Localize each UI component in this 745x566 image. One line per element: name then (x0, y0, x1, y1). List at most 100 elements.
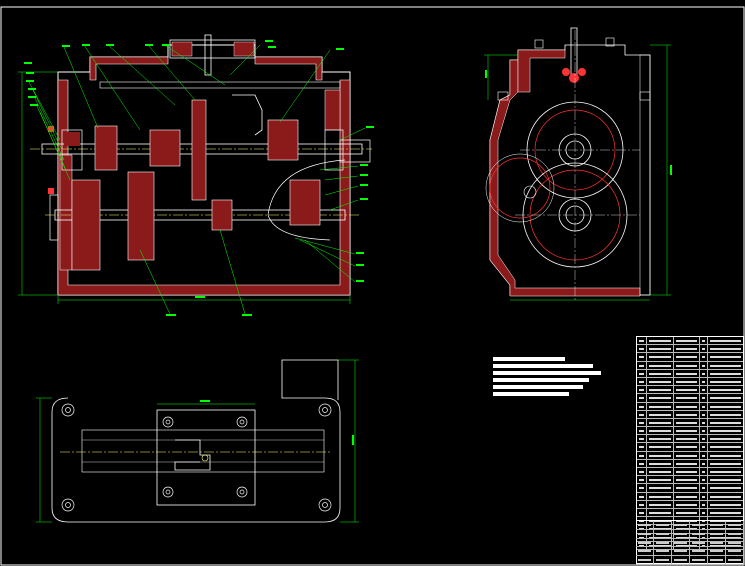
bom-cell (674, 361, 700, 369)
bom-row (637, 410, 743, 419)
bom-cell (708, 509, 743, 516)
bom-cell (708, 353, 743, 360)
bom-cell (674, 451, 700, 459)
bom-cell (647, 402, 675, 410)
title-block-cell (636, 529, 654, 538)
bom-cell (647, 541, 675, 549)
title-block-row (636, 521, 744, 530)
bom-cell (647, 353, 675, 361)
bom-cell (674, 468, 700, 476)
title-block-cell (708, 529, 726, 538)
bom-cell (637, 476, 647, 484)
top-cover-plate (156, 409, 256, 506)
bom-cell (674, 345, 700, 353)
gear-g (211, 199, 233, 231)
bom-row (637, 427, 743, 436)
top-dim-text-2 (352, 435, 354, 445)
bom-row (637, 345, 743, 354)
bom-cell (674, 533, 700, 541)
top-cover-red-2 (233, 41, 255, 57)
bom-cell (700, 484, 708, 492)
bom-cell (647, 476, 675, 484)
bom-cell (674, 377, 700, 386)
bom-row (637, 435, 743, 444)
bom-cell (637, 410, 647, 418)
bom-row (637, 443, 743, 452)
bom-cell (674, 386, 700, 394)
bom-cell (647, 345, 675, 353)
bom-cell (700, 492, 708, 500)
bom-cell (647, 468, 675, 476)
side-bolt-right-2 (639, 91, 651, 101)
housing-left-inner (59, 154, 73, 271)
title-block-cell (708, 521, 726, 529)
gear-f (127, 171, 155, 261)
bom-cell (637, 402, 647, 410)
bom-row (637, 459, 743, 468)
side-dim-text (670, 165, 672, 175)
side-dimensions (484, 44, 671, 301)
seal-red-2 (48, 188, 54, 194)
title-block-cell (708, 538, 726, 547)
bom-cell (647, 484, 675, 492)
bom-cell (700, 377, 708, 386)
bill-of-materials-table (636, 336, 744, 564)
bom-cell (674, 402, 700, 410)
gear-b (149, 129, 181, 167)
side-centerlines (515, 30, 640, 300)
bearing-right (324, 129, 344, 171)
bom-cell (700, 410, 708, 418)
bom-cell (647, 500, 675, 508)
bom-cell (700, 394, 708, 402)
bom-row (637, 353, 743, 362)
top-dimensions (36, 359, 359, 523)
bom-row (637, 451, 743, 460)
bom-cell (700, 427, 708, 435)
bom-cell (637, 533, 647, 541)
note-line (493, 392, 569, 396)
side-shift-rod (570, 27, 578, 79)
title-block-cell (636, 556, 654, 564)
bom-cell (647, 435, 675, 443)
bom-cell (637, 508, 647, 517)
bom-cell (674, 541, 700, 549)
bom-cell (708, 345, 743, 352)
bom-cell (647, 369, 675, 377)
top-cover (169, 39, 256, 59)
bom-cell (674, 492, 700, 500)
bom-row (637, 492, 743, 501)
bom-cell (674, 369, 700, 377)
bom-cell (637, 443, 647, 451)
bom-cell (708, 501, 743, 508)
title-block-cell (672, 547, 690, 556)
bom-cell (647, 337, 675, 345)
bom-cell (700, 500, 708, 508)
bom-cell (647, 533, 675, 541)
bom-cell (647, 394, 675, 402)
bom-cell (674, 459, 700, 467)
gate-pivot (201, 454, 209, 462)
bom-cell (647, 492, 675, 500)
bom-cell (637, 361, 647, 369)
bom-row (637, 337, 743, 346)
shift-gate (174, 439, 211, 471)
top-dim-text (200, 400, 210, 402)
bom-cell (637, 468, 647, 476)
bom-cell (708, 419, 743, 426)
bom-cell (700, 476, 708, 484)
bom-cell (708, 378, 743, 385)
bom-cell (708, 476, 743, 483)
bom-row (637, 500, 743, 509)
bom-cell (700, 361, 708, 369)
title-block-cell (690, 529, 708, 538)
note-line (493, 378, 589, 382)
bom-cell (674, 484, 700, 492)
side-right-wall (639, 54, 651, 296)
bom-row (637, 508, 743, 518)
bom-cell (708, 460, 743, 467)
top-bolts (61, 403, 332, 512)
bom-cell (647, 508, 675, 517)
title-block-cell (654, 547, 672, 556)
bom-cell (700, 468, 708, 476)
title-block-row (636, 547, 744, 557)
